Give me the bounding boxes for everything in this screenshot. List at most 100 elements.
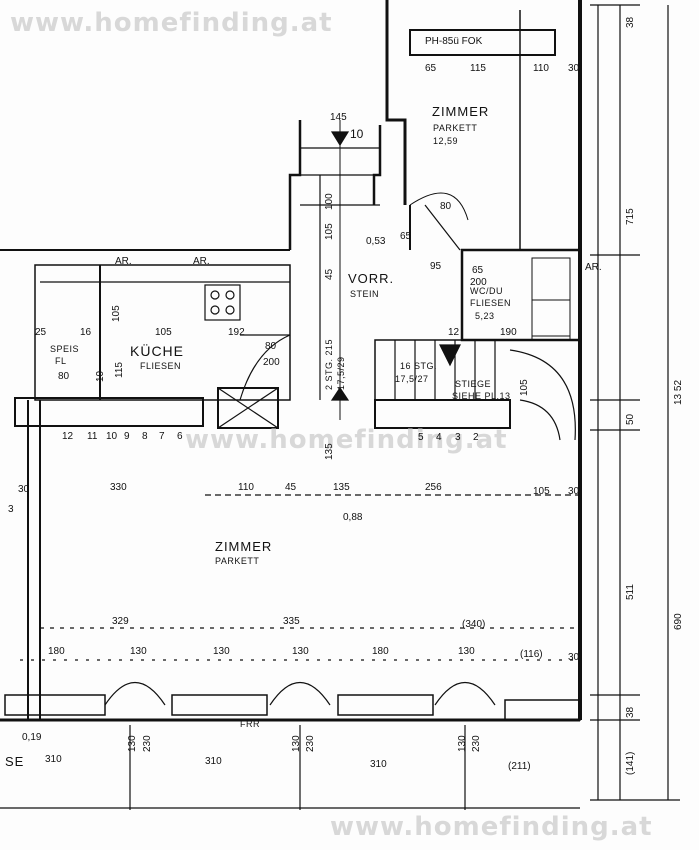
- dim-top-2: 110: [533, 63, 549, 74]
- stair-count: 16 STG.: [400, 361, 438, 371]
- dim-kitchen-9: 115: [114, 362, 125, 378]
- room-name-speis: SPEIS: [50, 344, 80, 354]
- dim-misc-9: 95: [430, 261, 442, 272]
- stair-count-small: 2 STG. 215: [324, 338, 334, 390]
- dim-right-1: 715: [625, 208, 636, 225]
- dim-top-0: 65: [425, 63, 437, 74]
- dim-misc-10: 65: [400, 231, 412, 242]
- rad-left-0: 12: [62, 431, 74, 442]
- dim-kitchen-0: 25: [35, 327, 47, 338]
- dim-misc-5: 12: [448, 327, 460, 338]
- dim-kitchen-6: 200: [263, 357, 280, 368]
- dim-win2-2: 130: [213, 646, 230, 657]
- rad-left-1: 11: [87, 431, 98, 442]
- dim-bottom-2: 310: [370, 759, 387, 770]
- dim-misc-12: 105: [324, 223, 335, 240]
- dim-misc-16: 230: [142, 735, 153, 752]
- dim-misc-0: 30: [18, 484, 30, 495]
- dim-win2-5: 130: [458, 646, 475, 657]
- dim-misc-2: 3: [8, 504, 14, 515]
- dim-win-0: 329: [112, 616, 129, 627]
- room-name-main: ZIMMER: [215, 539, 273, 554]
- dim-kitchen-1: 16: [80, 327, 92, 338]
- dim-mid-0: 330: [110, 482, 127, 493]
- dim-misc-18: 230: [305, 735, 316, 752]
- fr-label: FRR: [240, 719, 260, 729]
- dim-bottom-0: 310: [45, 754, 62, 765]
- dim-misc-17: 130: [291, 735, 302, 752]
- dim-mid-1: 110: [238, 482, 254, 493]
- dim-win2-0: 180: [48, 646, 65, 657]
- ar-label-2: AR.: [193, 256, 210, 267]
- dim-right-3: 50: [625, 413, 636, 425]
- room-floor-top: PARKETT: [433, 123, 478, 133]
- level-vorr: 0,53: [366, 236, 386, 247]
- rad-right-3: 2: [473, 432, 479, 443]
- dim-mid-5: 105: [533, 486, 550, 497]
- rad-left-3: 9: [124, 431, 130, 442]
- dim-mid-3: 135: [333, 482, 350, 493]
- room-name-vorr: VORR.: [348, 271, 395, 286]
- dim-win2-4: 180: [372, 646, 389, 657]
- dim-kitchen-3: 105: [155, 327, 172, 338]
- level-top: 10: [350, 127, 364, 141]
- room-name-top: ZIMMER: [432, 104, 490, 119]
- room-floor-wc: FLIESEN: [470, 298, 512, 308]
- dim-misc-14: 135: [324, 443, 335, 460]
- dim-kitchen-8: 10: [95, 370, 106, 382]
- dim-misc-15: 130: [127, 735, 138, 752]
- dim-kitchen-7: 80: [58, 371, 70, 382]
- room-name-wc: WC/DU: [470, 286, 503, 296]
- dim-win-1: 335: [283, 616, 300, 627]
- dim-misc-11: 100: [324, 193, 335, 210]
- dim-right-6: 38: [625, 706, 636, 718]
- stair-size: 17,5/27: [395, 374, 429, 384]
- dim-kitchen-2: 105: [111, 305, 122, 322]
- dim-mid-4: 256: [425, 482, 442, 493]
- rad-left-2: 10: [106, 431, 118, 442]
- room-floor-speis: FL: [55, 356, 67, 366]
- dim-misc-4: 200: [470, 277, 487, 288]
- room-floor-kitchen: FLIESEN: [140, 361, 182, 371]
- room-area-top: 12,59: [433, 136, 459, 146]
- watermark-top: www.homefinding.at: [10, 8, 333, 38]
- dim-misc-7: 105: [519, 379, 530, 396]
- dim-misc-3: 65: [472, 265, 484, 276]
- dim-bottom-3: (211): [508, 761, 531, 772]
- rad-right-2: 3: [455, 432, 461, 443]
- dim-misc-19: 130: [457, 735, 468, 752]
- rad-left-5: 7: [159, 431, 165, 442]
- rad-left-6: 6: [177, 431, 183, 442]
- room-floor-vorr: STEIN: [350, 289, 380, 299]
- ar-label-3: AR.: [585, 262, 602, 273]
- dim-win2-6: (116): [520, 649, 543, 660]
- dim-misc-1: 30: [568, 652, 580, 663]
- dim-right-4: 511: [625, 584, 636, 600]
- dim-right-0: 38: [625, 16, 636, 28]
- dim-misc-13: 45: [324, 268, 335, 280]
- dim-top-1: 115: [470, 63, 486, 74]
- room-floor-main: PARKETT: [215, 556, 260, 566]
- dim-right-2: 13 52: [673, 379, 684, 405]
- dim-mid-2: 45: [285, 482, 297, 493]
- dim-misc-6: 190: [500, 327, 517, 338]
- se-label: SE: [5, 754, 25, 769]
- level-bottom-left: 0,19: [22, 732, 42, 743]
- dim-win2-1: 130: [130, 646, 147, 657]
- dim-top-3: 30: [568, 63, 580, 74]
- dim-misc-8: 80: [440, 201, 452, 212]
- dim-bottom-1: 310: [205, 756, 222, 767]
- dim-mid-6: 30: [568, 486, 580, 497]
- dim-win2-3: 130: [292, 646, 309, 657]
- rad-left-4: 8: [142, 431, 148, 442]
- stair-label: STIEGE: [455, 379, 492, 389]
- dim-misc-20: 230: [471, 735, 482, 752]
- watermark-bottom: www.homefinding.at: [330, 812, 653, 842]
- dim-kitchen-5: 80: [265, 341, 277, 352]
- room-name-kitchen: KÜCHE: [130, 343, 185, 359]
- rad-right-0: 5: [418, 432, 424, 443]
- stair-size-small: 17,5/29: [336, 356, 346, 390]
- ph-label: PH-85ü FOK: [425, 36, 483, 47]
